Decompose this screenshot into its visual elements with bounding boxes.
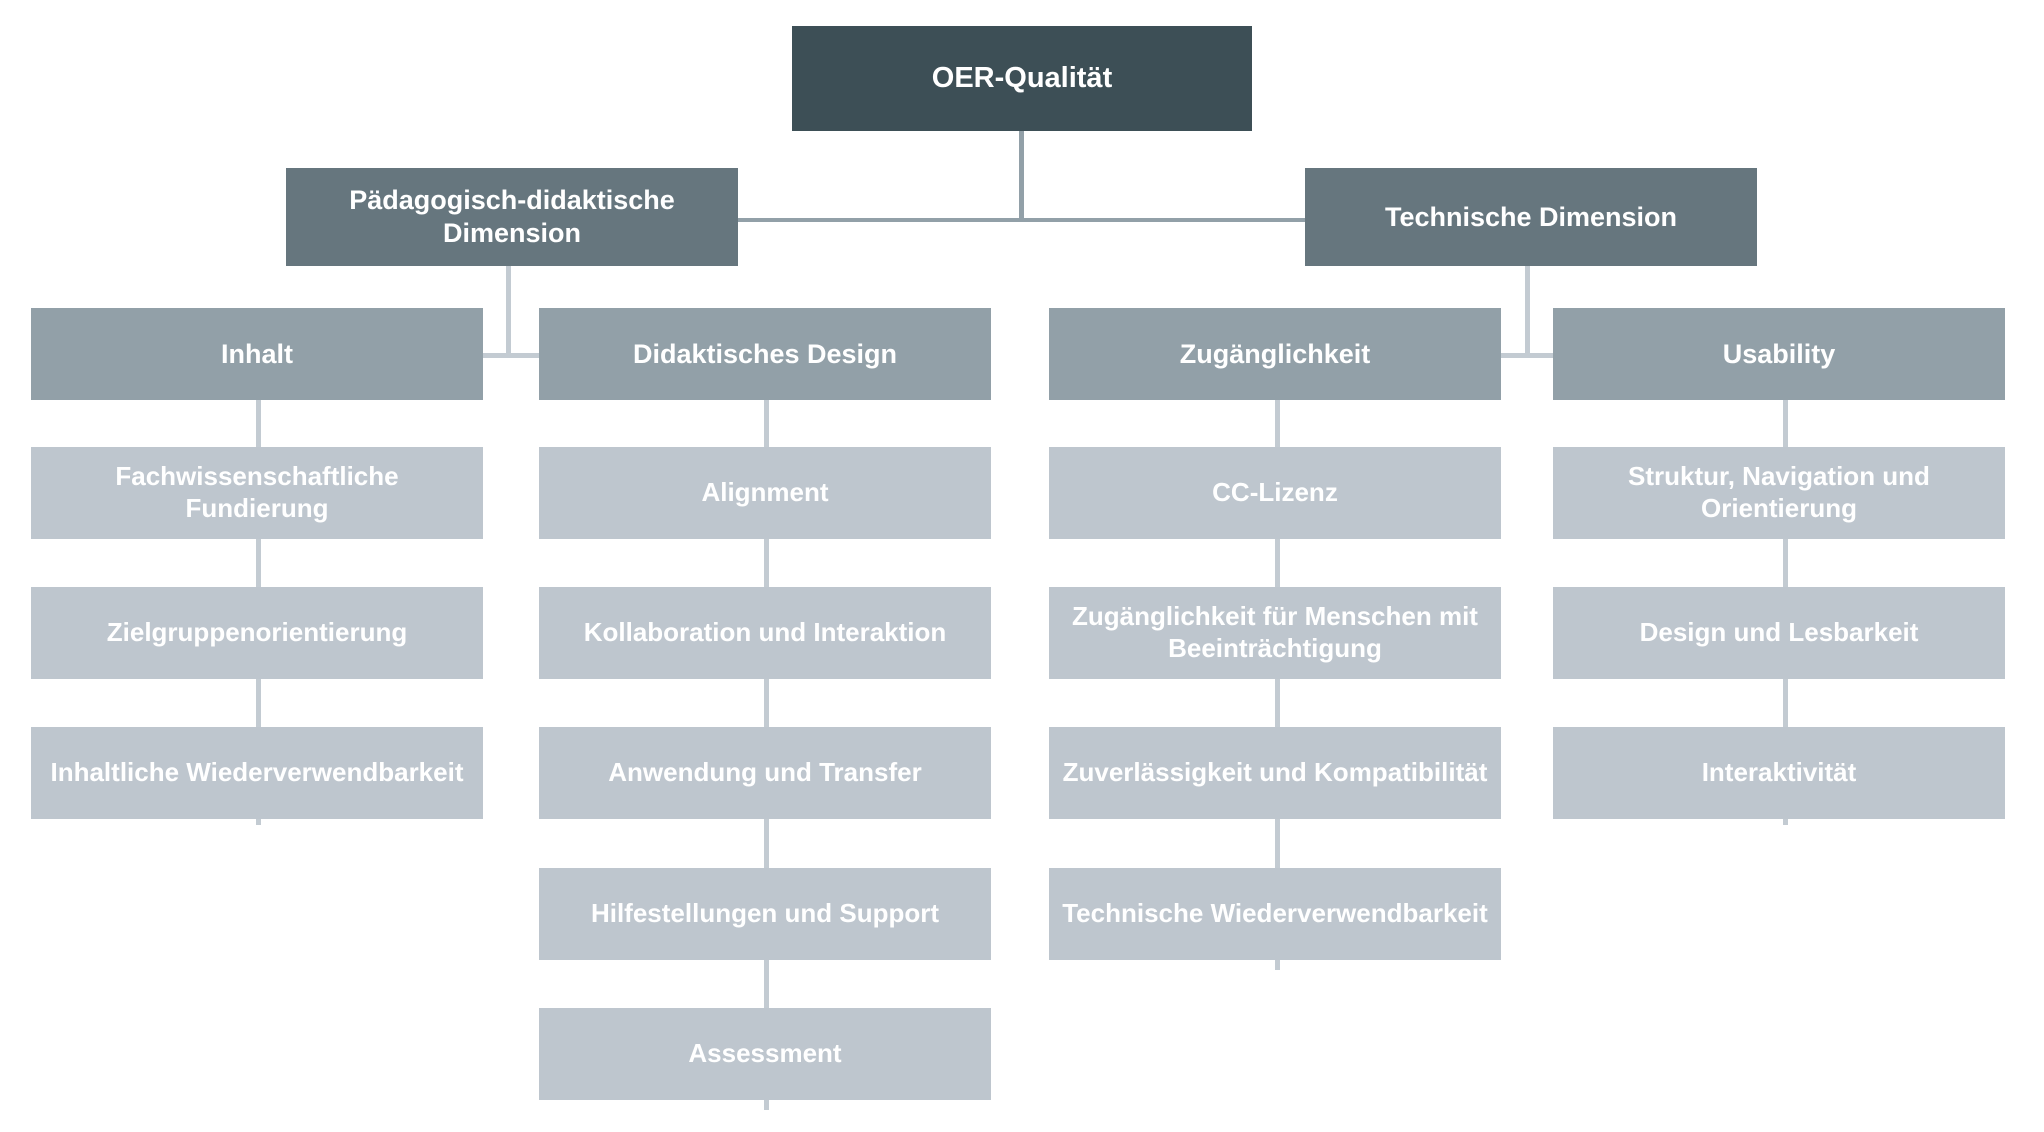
node-item-design-und-lesbarkeit[interactable]: Design und Lesbarkeit [1553,587,2005,679]
node-oer-qualitaet[interactable]: OER-Qualität [792,26,1252,131]
node-item-assessment[interactable]: Assessment [539,1008,991,1100]
node-item-inhaltliche-wiederverwendbarkeit[interactable]: Inhaltliche Wiederverwendbarkeit [31,727,483,819]
node-item-anwendung-und-transfer[interactable]: Anwendung und Transfer [539,727,991,819]
node-category-didaktisches-design[interactable]: Didaktisches Design [539,308,991,400]
node-item-hilfestellungen-und-support[interactable]: Hilfestellungen und Support [539,868,991,960]
node-technische-dimension[interactable]: Technische Dimension [1305,168,1757,266]
node-item-alignment[interactable]: Alignment [539,447,991,539]
node-item-zugaenglichkeit-fuer-menschen-mit-beeintraechtigung[interactable]: Zugänglichkeit für Menschen mit Beeinträ… [1049,587,1501,679]
node-category-zugaenglichkeit[interactable]: Zugänglichkeit [1049,308,1501,400]
node-item-struktur-navigation-und-orientierung[interactable]: Struktur, Navigation und Orientierung [1553,447,2005,539]
node-item-zuverlaessigkeit-und-kompatibilitaet[interactable]: Zuverlässigkeit und Kompatibilität [1049,727,1501,819]
connector-root-stem [1019,130,1024,220]
connector-pedagogical-category-bus [256,353,764,358]
node-item-interaktivitaet[interactable]: Interaktivität [1553,727,2005,819]
node-item-kollaboration-und-interaktion[interactable]: Kollaboration und Interaktion [539,587,991,679]
node-category-usability[interactable]: Usability [1553,308,2005,400]
node-paedagogisch-didaktische-dimension[interactable]: Pädagogisch-didaktische Dimension [286,168,738,266]
node-item-cc-lizenz[interactable]: CC-Lizenz [1049,447,1501,539]
connector-pedagogical-stem [506,265,511,355]
node-item-technische-wiederverwendbarkeit[interactable]: Technische Wiederverwendbarkeit [1049,868,1501,960]
connector-technical-category-bus [1275,353,1783,358]
node-category-inhalt[interactable]: Inhalt [31,308,483,400]
connector-dimension-bus [506,218,1318,222]
node-item-zielgruppenorientierung[interactable]: Zielgruppenorientierung [31,587,483,679]
node-item-fachwissenschaftliche-fundierung[interactable]: Fachwissenschaftliche Fundierung [31,447,483,539]
connector-technical-stem [1525,265,1530,355]
